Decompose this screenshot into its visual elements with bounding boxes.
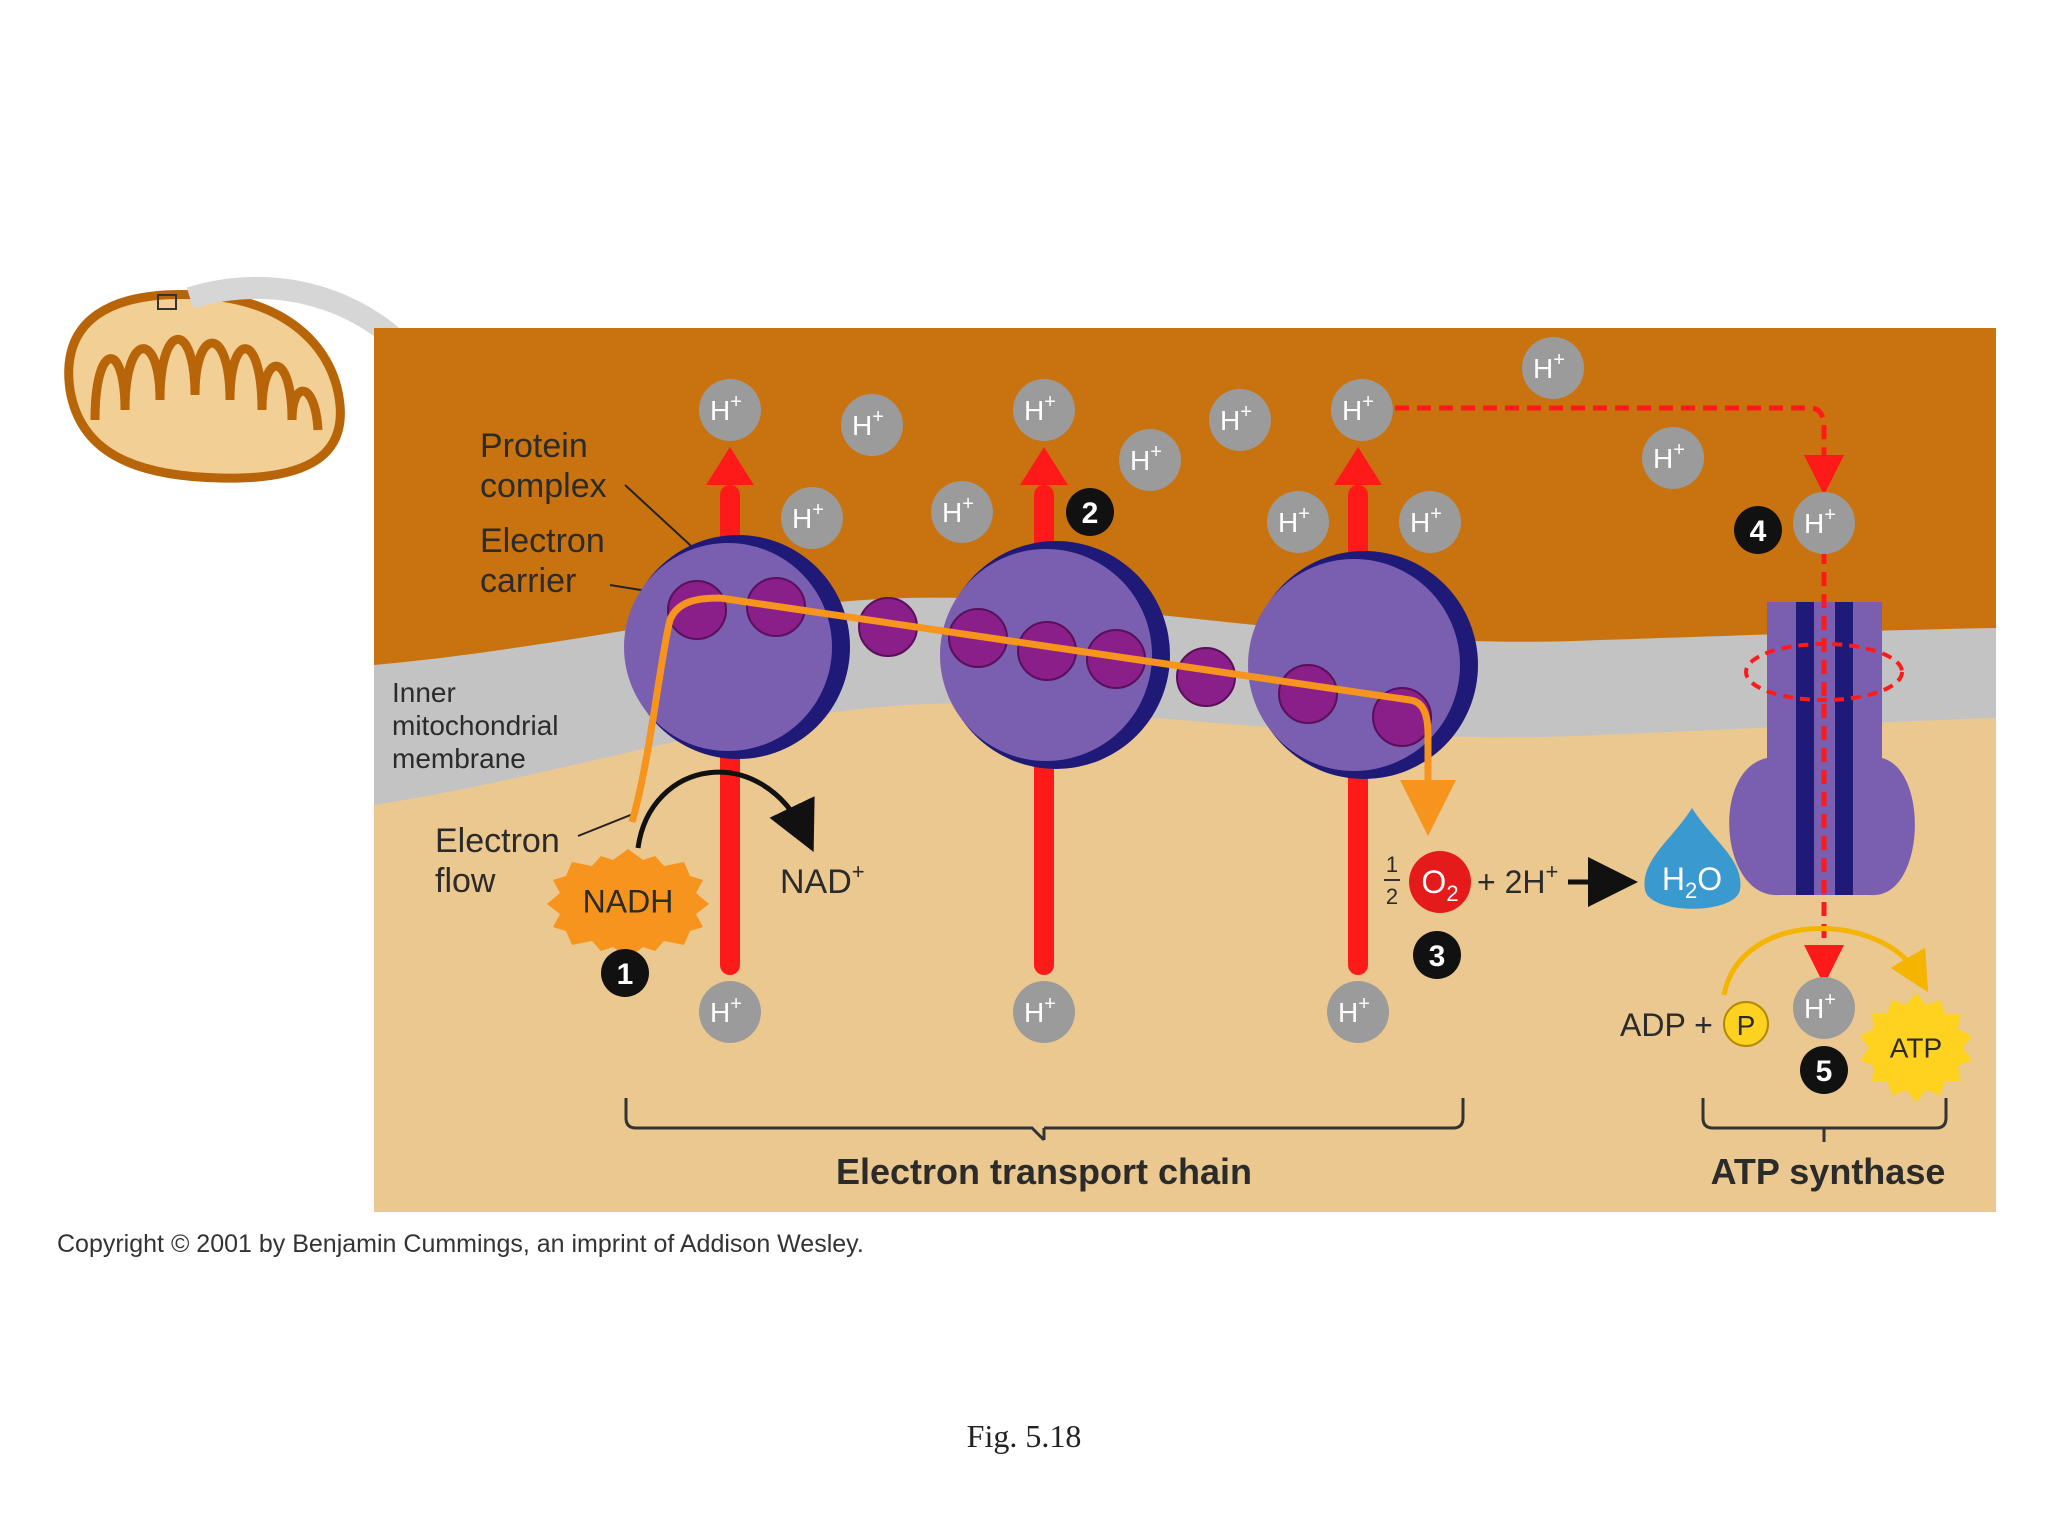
- svg-text:H+: H+: [1220, 401, 1252, 436]
- svg-text:1: 1: [617, 958, 634, 991]
- nad-plus-label: NAD+: [780, 859, 865, 901]
- svg-text:H+: H+: [1024, 993, 1056, 1028]
- svg-text:3: 3: [1429, 940, 1446, 973]
- h-ion: H+: [841, 394, 903, 456]
- svg-text:H+: H+: [852, 406, 884, 441]
- atp-starburst: ATP: [1860, 993, 1972, 1102]
- h-ion: H+: [1013, 379, 1075, 441]
- proton-route-dashed: [1395, 405, 1844, 495]
- h-ion: H+: [1267, 491, 1329, 553]
- h-ion: H+: [1522, 337, 1584, 399]
- step-4-marker: 4: [1734, 506, 1782, 554]
- h-ion: H+: [1793, 492, 1855, 554]
- phosphate-circle: [1723, 1001, 1769, 1047]
- h-ion: H+: [1642, 427, 1704, 489]
- step-markers: 1 2 3 4 5: [601, 488, 1848, 1094]
- h-ion: H+: [1793, 977, 1855, 1039]
- atp-label: ATP: [1890, 1032, 1942, 1063]
- h-ion: H+: [1013, 981, 1075, 1043]
- h-ion: H+: [931, 481, 993, 543]
- h-ion: H+: [1331, 379, 1393, 441]
- phosphate-label: P: [1737, 1010, 1756, 1041]
- svg-text:H+: H+: [792, 499, 824, 534]
- oxygen-reaction: 1 2 O2 + 2H+ H2O: [1384, 808, 1741, 913]
- atp-synthase-bracket: [1701, 1098, 1948, 1142]
- h-ion: H+: [1327, 981, 1389, 1043]
- adp-label: ADP +: [1620, 1007, 1713, 1043]
- oxygen-circle: [1409, 851, 1471, 913]
- h-ion: H+: [1209, 389, 1271, 451]
- h-ion: H+: [1399, 491, 1461, 553]
- nadh-starburst: NADH: [547, 849, 709, 958]
- atp-synthase-label: ATP synthase: [1711, 1151, 1946, 1192]
- step-3-marker: 3: [1413, 931, 1461, 979]
- copyright-notice: Copyright © 2001 by Benjamin Cummings, a…: [57, 1230, 864, 1258]
- step-1-marker: 1: [601, 949, 649, 997]
- svg-text:H+: H+: [1342, 391, 1374, 426]
- step-5-marker: 5: [1800, 1046, 1848, 1094]
- hydrogen-ions: H+ H+ H+ H+ H+ H+ H+ H+ H+ H+ H+ H+ H+ H+ H+ H+ H+: [699, 337, 1855, 1043]
- etc-bracket: [624, 1098, 1465, 1142]
- etc-label: Electron transport chain: [836, 1151, 1252, 1192]
- oxygen-label: O2: [1421, 864, 1458, 906]
- svg-text:H+: H+: [1130, 441, 1162, 476]
- svg-text:H+: H+: [942, 493, 974, 528]
- svg-text:5: 5: [1816, 1055, 1833, 1088]
- svg-text:H+: H+: [710, 391, 742, 426]
- half-numerator: 1: [1386, 852, 1398, 877]
- svg-text:H+: H+: [710, 993, 742, 1028]
- protein-complex-label: Protein complex: [480, 427, 607, 505]
- h-ion: H+: [699, 379, 761, 441]
- electron-flow-leader: [577, 811, 639, 837]
- h-ion: H+: [1119, 429, 1181, 491]
- svg-text:H+: H+: [1653, 439, 1685, 474]
- water-drop: [1644, 808, 1741, 909]
- half-denominator: 2: [1386, 884, 1398, 909]
- svg-text:H+: H+: [1278, 503, 1310, 538]
- svg-text:H+: H+: [1804, 989, 1836, 1024]
- nadh-to-nad-arrow: [635, 769, 815, 853]
- svg-text:H+: H+: [1338, 993, 1370, 1028]
- h-ion: H+: [781, 487, 843, 549]
- two-h-plus-label: + 2H+: [1477, 859, 1558, 900]
- figure-caption: Fig. 5.18: [966, 1418, 1082, 1454]
- svg-text:4: 4: [1750, 515, 1767, 548]
- electron-carrier-label: Electron carrier: [480, 522, 614, 600]
- adp-to-atp-arc: [1721, 926, 1929, 996]
- electron-flow-path: [628, 594, 1456, 836]
- electron-flow-label: Electron flow: [435, 822, 569, 900]
- inner-membrane-label: Inner mitochondrial membrane: [392, 677, 566, 774]
- svg-text:2: 2: [1082, 497, 1099, 530]
- svg-text:H+: H+: [1410, 503, 1442, 538]
- svg-text:H+: H+: [1024, 391, 1056, 426]
- nadh-label: NADH: [583, 883, 674, 919]
- h-ion: H+: [699, 981, 761, 1043]
- svg-text:H+: H+: [1804, 504, 1836, 539]
- step-2-marker: 2: [1066, 488, 1114, 536]
- water-label: H2O: [1662, 861, 1722, 903]
- svg-text:H+: H+: [1533, 349, 1565, 384]
